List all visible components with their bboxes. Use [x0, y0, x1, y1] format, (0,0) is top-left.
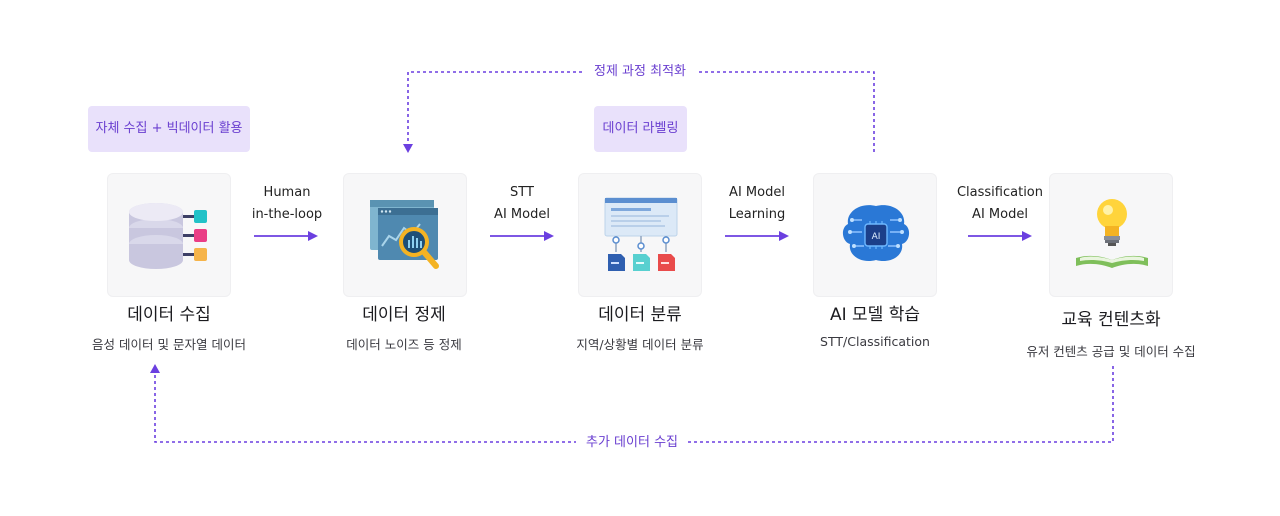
connector-3-line1: AI Model: [729, 185, 785, 200]
step-desc-cleaning: 데이터 노이즈 등 정제: [346, 337, 462, 352]
connector-4-line1: Classification: [956, 185, 1044, 200]
collect-method-badge: 자체 수집 + 빅데이터 활용: [88, 106, 250, 152]
flow-arrow-1: [254, 231, 318, 241]
step-title-cleaning: 데이터 정제: [362, 305, 446, 325]
hierarchy-files-icon: [604, 197, 678, 271]
connector-label-2: STT AI Model: [452, 182, 592, 226]
connector-1-line2: in-the-loop: [251, 207, 323, 222]
step-card-ai-training: AI: [813, 173, 937, 297]
top-feedback-label: 정제 과정 최적화: [584, 63, 696, 81]
step-card-cleaning: [343, 173, 467, 297]
connector-4-line2: AI Model: [972, 207, 1028, 222]
connector-label-1: Human in-the-loop: [217, 182, 357, 226]
connector-3-line2: Learning: [728, 207, 786, 222]
connector-1-line1: Human: [263, 185, 311, 200]
svg-text:AI: AI: [872, 232, 881, 242]
step-title-content: 교육 컨텐츠화: [1061, 310, 1161, 330]
flow-arrow-2: [490, 231, 554, 241]
flow-arrow-4: [968, 231, 1032, 241]
step-card-content: [1049, 173, 1173, 297]
step-desc-collection: 음성 데이터 및 문자열 데이터: [92, 337, 246, 352]
bottom-feedback-label: 추가 데이터 수집: [576, 434, 688, 452]
connector-2-line1: STT: [510, 185, 534, 200]
step-card-collection: [107, 173, 231, 297]
step-card-classification: [578, 173, 702, 297]
step-desc-ai-training: STT/Classification: [820, 334, 930, 349]
connector-label-3: AI Model Learning: [687, 182, 827, 226]
ai-brain-icon: AI: [842, 205, 910, 262]
database-icon: [129, 203, 207, 269]
flow-arrow-3: [725, 231, 789, 241]
step-title-ai-training: AI 모델 학습: [829, 305, 920, 325]
magnifier-chart-icon: [370, 200, 439, 269]
step-title-collection: 데이터 수집: [127, 305, 211, 325]
labeling-badge: 데이터 라벨링: [594, 106, 687, 152]
bottom-feedback-line: [154, 366, 1114, 443]
top-feedback-arrowhead: [403, 144, 413, 153]
step-desc-classification: 지역/상황별 데이터 분류: [576, 337, 704, 352]
lightbulb-book-icon: [1076, 199, 1148, 268]
step-desc-content: 유저 컨텐츠 공급 및 데이터 수집: [1026, 344, 1196, 359]
step-title-classification: 데이터 분류: [598, 305, 682, 325]
bottom-feedback-arrowhead: [150, 364, 160, 373]
connector-2-line2: AI Model: [494, 207, 550, 222]
connector-label-4: Classification AI Model: [930, 182, 1070, 226]
